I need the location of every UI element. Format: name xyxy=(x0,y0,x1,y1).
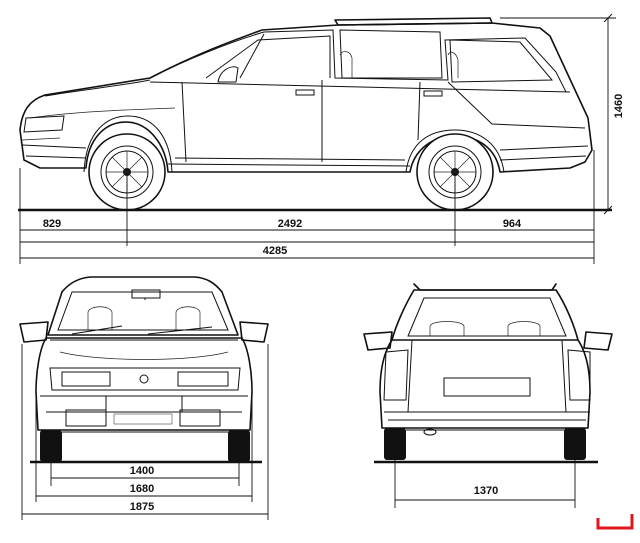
dim-wheelbase: 2492 xyxy=(278,218,302,230)
rear-view xyxy=(363,283,613,508)
dim-mirror-width: 1875 xyxy=(130,501,154,513)
dim-front-overhang: 829 xyxy=(43,218,61,230)
dim-body-width: 1680 xyxy=(130,483,154,495)
dim-height: 1460 xyxy=(613,94,625,118)
red-bracket-mark xyxy=(596,514,634,530)
dim-rear-track: 1370 xyxy=(474,485,498,497)
dim-rear-overhang: 964 xyxy=(503,218,522,230)
dim-front-track: 1400 xyxy=(130,465,154,477)
side-view xyxy=(18,13,616,264)
front-view xyxy=(19,276,269,520)
dim-overall-length: 4285 xyxy=(263,245,287,257)
